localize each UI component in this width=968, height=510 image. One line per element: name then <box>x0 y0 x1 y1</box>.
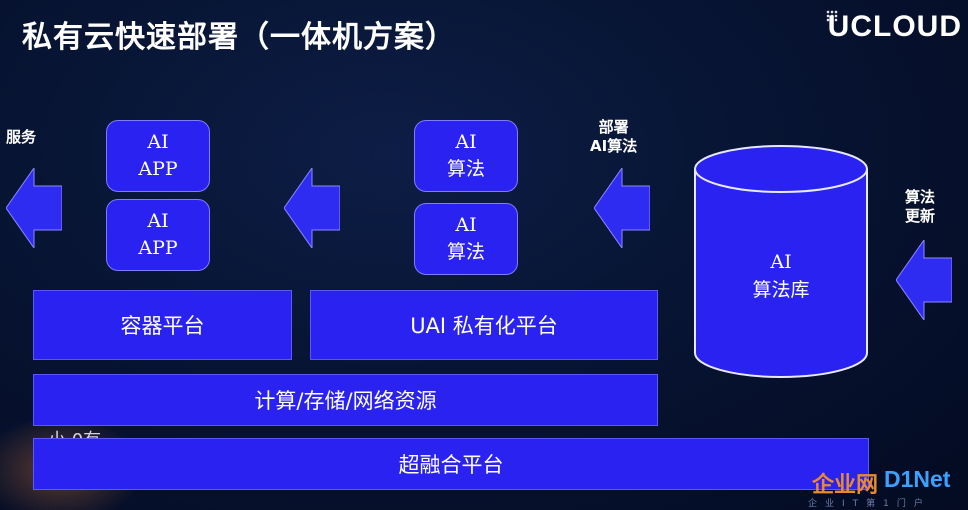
services-arrow-icon <box>6 168 62 248</box>
ai-algorithm-line1: AI <box>455 214 477 236</box>
page-title: 私有云快速部署（一体机方案） <box>22 20 456 55</box>
logo-dots-icon <box>826 10 838 22</box>
update-label: 算法 更新 <box>905 188 935 226</box>
watermark-en: D1Net <box>884 466 951 492</box>
deploy-label: 部署 AI算法 <box>590 118 637 156</box>
uai-private-platform-bar: UAI 私有化平台 <box>310 290 658 360</box>
ai-app-box: AI APP <box>106 120 210 192</box>
watermark-cn: 企业网 <box>812 473 879 498</box>
ai-app-line1: AI <box>147 210 169 232</box>
compute-storage-network-bar: 计算/存储/网络资源 <box>33 374 658 426</box>
ai-algorithm-box: AI 算法 <box>414 120 518 192</box>
hyper-converged-platform-bar: 超融合平台 <box>33 438 869 490</box>
ai-algorithm-box: AI 算法 <box>414 203 518 275</box>
ai-algorithm-library-label: AI 算法库 <box>694 248 868 304</box>
update-label-line2: 更新 <box>905 207 936 225</box>
update-arrow-icon <box>896 240 952 320</box>
library-line2: 算法库 <box>752 279 810 301</box>
library-line1: AI <box>770 251 792 273</box>
ai-algorithm-line1: AI <box>455 131 477 153</box>
ai-algorithm-library-cylinder <box>694 145 868 383</box>
ai-algorithm-line2: 算法 <box>446 241 485 263</box>
watermark-subtitle: 企业IT第1门户 <box>808 499 931 509</box>
services-label: 服务 <box>6 128 37 146</box>
ai-app-box: AI APP <box>106 199 210 271</box>
ucloud-logo: UCLOUD <box>827 10 962 43</box>
container-platform-bar: 容器平台 <box>33 290 292 360</box>
middle-arrow-icon <box>284 168 340 248</box>
deploy-label-line1: 部署 <box>598 118 629 136</box>
update-label-line1: 算法 <box>905 188 936 206</box>
ai-algorithm-line2: 算法 <box>446 158 485 180</box>
deploy-arrow-icon <box>594 168 650 248</box>
ai-app-line1: AI <box>147 131 169 153</box>
deploy-label-line2: AI算法 <box>590 137 638 155</box>
ai-app-line2: APP <box>138 237 178 259</box>
ai-app-line2: APP <box>138 158 178 180</box>
